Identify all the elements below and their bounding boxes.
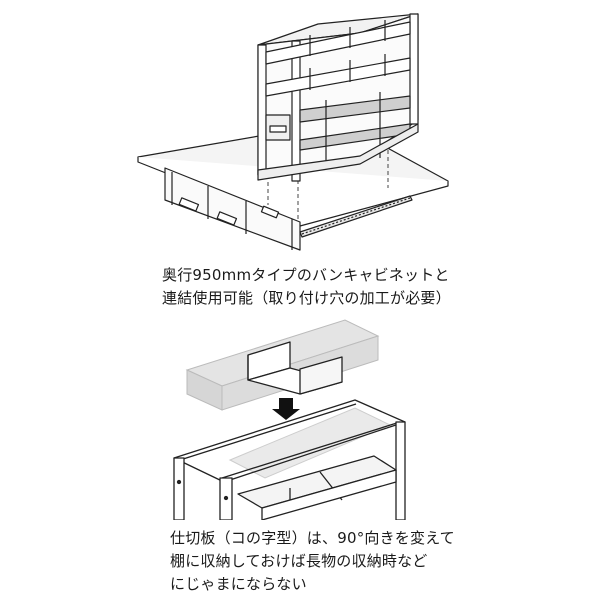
- caption-top-line-1: 奥行950mmタイプのバンキャビネットと: [162, 266, 450, 284]
- partition-storage-illustration: [173, 319, 406, 520]
- caption-top: 奥行950mmタイプのバンキャビネットと 連結使用可能（取り付け穴の加工が必要）: [162, 264, 451, 310]
- cabinet-combination-illustration: [137, 13, 449, 251]
- lower-unit: [164, 167, 301, 251]
- caption-bottom-line-3: にじゃまにならない: [170, 575, 307, 593]
- u-shaped-partition: [247, 341, 343, 395]
- caption-bottom: 仕切板（コの字型）は、90°向きを変えて 棚に収納しておけば長物の収納時など に…: [170, 527, 455, 596]
- caption-top-line-2: 連結使用可能（取り付け穴の加工が必要）: [162, 289, 451, 307]
- caption-bottom-line-2: 棚に収納しておけば長物の収納時など: [170, 552, 428, 570]
- caption-bottom-line-1: 仕切板（コの字型）は、90°向きを変えて: [170, 529, 455, 547]
- down-arrow-icon: [272, 398, 300, 420]
